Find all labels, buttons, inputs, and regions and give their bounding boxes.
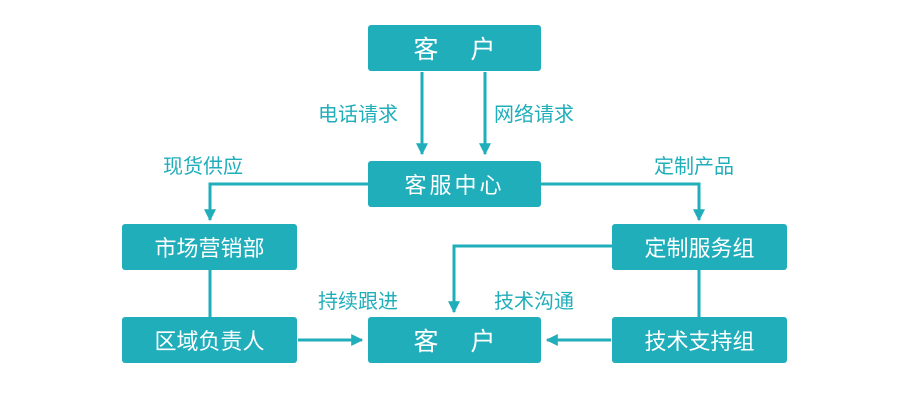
label-stock-supply: 现货供应	[163, 154, 243, 178]
label-followup: 持续跟进	[318, 289, 398, 313]
arrow-custom-product	[541, 182, 705, 222]
arrow-custom-to-customer	[448, 244, 612, 314]
arrow-stock-supply	[204, 182, 368, 222]
node-customer-bottom: 客 户	[368, 317, 541, 363]
label-network-request: 网络请求	[494, 102, 574, 126]
node-custom-service: 定制服务组	[612, 224, 787, 270]
node-customer-top: 客 户	[368, 25, 541, 71]
node-service-center: 客服中心	[368, 161, 541, 207]
label-phone-request: 电话请求	[318, 102, 398, 126]
node-regional: 区域负责人	[122, 317, 297, 363]
node-tech-support: 技术支持组	[612, 317, 787, 363]
node-marketing: 市场营销部	[122, 224, 297, 270]
label-tech-comm: 技术沟通	[494, 289, 574, 313]
label-custom-product: 定制产品	[654, 154, 734, 178]
